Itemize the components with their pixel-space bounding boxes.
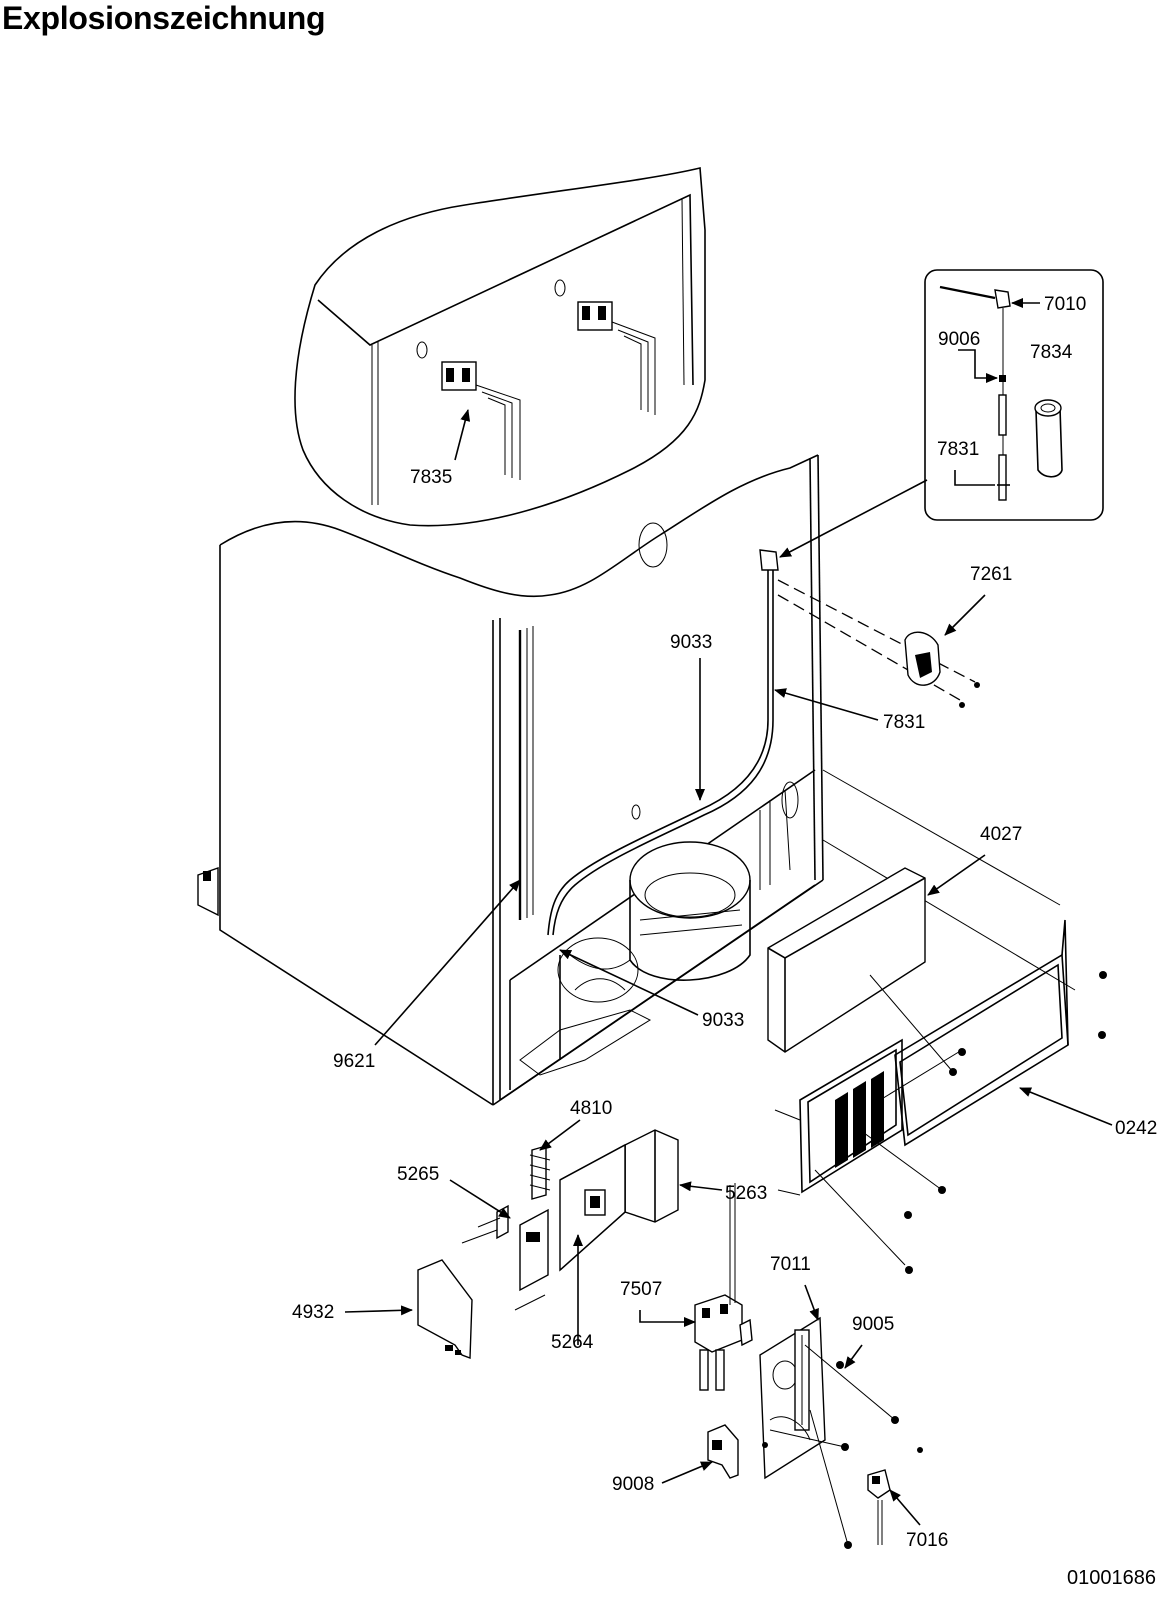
document-number: 01001686 xyxy=(1067,1567,1156,1589)
callout-5264: 5264 xyxy=(551,1332,594,1353)
callout-9621: 9621 xyxy=(333,1051,375,1072)
callout-7011: 7011 xyxy=(770,1254,811,1275)
detail-bubble xyxy=(294,167,706,527)
callout-4027: 4027 xyxy=(980,824,1022,845)
valve-bracket-7261 xyxy=(777,579,980,708)
connector-7835-left xyxy=(441,361,521,480)
callout-7834: 7834 xyxy=(1030,342,1073,363)
callout-4932: 4932 xyxy=(292,1302,334,1323)
callout-labels: 7010 9006 7834 7831 7835 7261 9033 7831 … xyxy=(292,294,1157,1551)
panel-7011 xyxy=(759,1316,923,1549)
compressor xyxy=(629,841,751,981)
page-title: Explosionszeichnung xyxy=(2,0,326,36)
callout-9005: 9005 xyxy=(852,1314,894,1335)
callout-5265: 5265 xyxy=(397,1164,439,1185)
refrigerator-cabinet xyxy=(197,454,824,1106)
callout-9008: 9008 xyxy=(612,1474,654,1495)
callout-7835: 7835 xyxy=(410,467,452,488)
insulation-panel-4027 xyxy=(767,867,926,1053)
front-grille xyxy=(774,974,966,1274)
water-valve-7507 xyxy=(694,1183,753,1391)
callout-7831-inset: 7831 xyxy=(937,439,979,460)
callout-9033-top: 9033 xyxy=(670,632,712,653)
callout-7016: 7016 xyxy=(906,1530,948,1551)
callout-9006: 9006 xyxy=(938,329,980,350)
callout-0242: 0242 xyxy=(1115,1118,1157,1139)
tube-7834 xyxy=(1034,399,1063,478)
callout-7261: 7261 xyxy=(970,564,1012,585)
callout-4810: 4810 xyxy=(570,1098,612,1119)
callout-7831: 7831 xyxy=(883,712,925,733)
callout-5263: 5263 xyxy=(725,1183,767,1204)
callout-9033-bottom: 9033 xyxy=(702,1010,744,1031)
callout-7507: 7507 xyxy=(620,1279,662,1300)
condenser-fan xyxy=(557,937,639,1003)
cover-4932 xyxy=(417,1259,473,1359)
fitting-7016 xyxy=(867,1469,891,1545)
bracket-9008 xyxy=(707,1424,739,1479)
connector-7835-right xyxy=(577,301,656,415)
inset-detail-box xyxy=(924,269,1104,521)
access-cover-0242 xyxy=(894,919,1107,1147)
leader-lines xyxy=(344,298,1113,1526)
callout-7010: 7010 xyxy=(1044,294,1086,315)
base-guide-lines xyxy=(822,769,1076,991)
